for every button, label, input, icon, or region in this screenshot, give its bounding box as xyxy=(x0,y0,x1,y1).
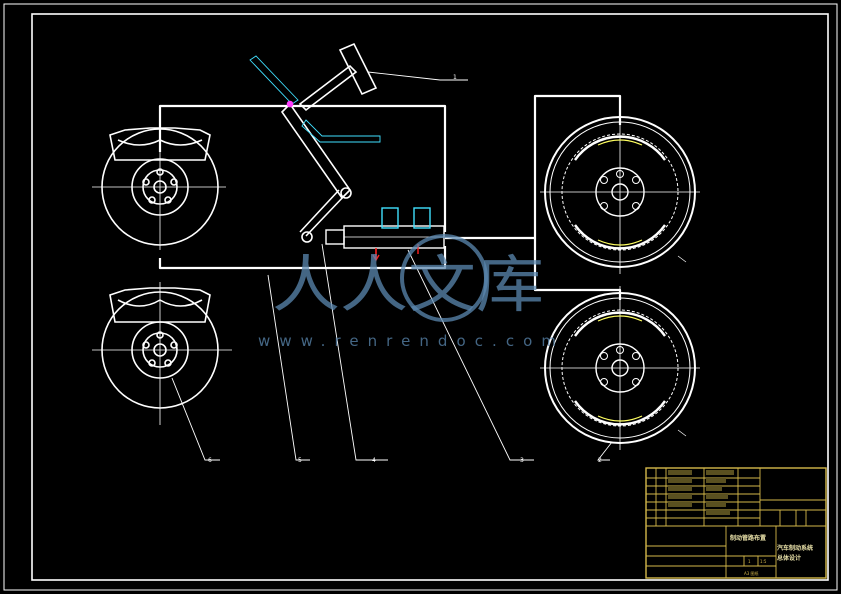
title-block-school: 制动管路布置 xyxy=(730,534,766,542)
callout-4: 4 xyxy=(372,457,376,464)
watermark-url: www.renrendoc.com xyxy=(258,332,556,350)
sheet-border-inner xyxy=(31,13,829,581)
callout-5: 5 xyxy=(298,457,302,464)
callout-2: 2 xyxy=(598,457,602,464)
title-block-title-line2: 总体设计 xyxy=(777,554,801,562)
master-cylinder xyxy=(325,207,445,262)
disc-brake-rear-left xyxy=(92,282,232,425)
watermark-chars: 人人文库 xyxy=(272,248,544,321)
title-block-qty: 1 xyxy=(748,559,751,564)
title-block-scale: 1:5 xyxy=(760,559,767,564)
sheet-border-outer xyxy=(3,3,838,591)
title-block-title-line1: 汽车制动系统 xyxy=(777,544,813,552)
watermark: 人人文库 www.renrendoc.com xyxy=(258,234,556,350)
callout-6: 6 xyxy=(208,457,212,464)
title-block xyxy=(645,467,827,579)
drum-brake-lower xyxy=(540,286,700,450)
callout-1: 1 xyxy=(453,74,457,81)
drum-brake-upper xyxy=(540,110,700,274)
disc-brake-front-left xyxy=(92,120,226,250)
callout-3: 3 xyxy=(520,457,524,464)
title-block-sheet: A3 图纸 xyxy=(744,570,759,576)
brake-pedal xyxy=(249,42,381,243)
